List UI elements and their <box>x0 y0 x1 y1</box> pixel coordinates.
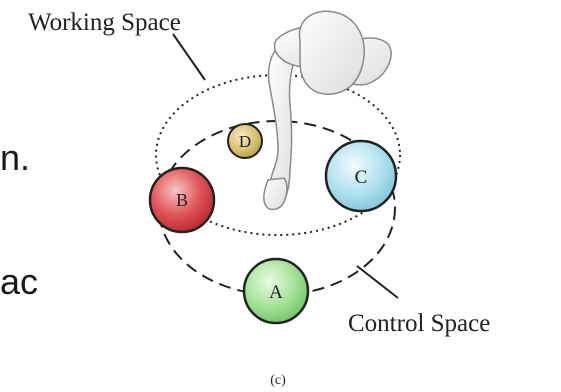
human-figure <box>263 10 392 211</box>
figure-caption: (c) <box>270 373 286 388</box>
control-space-leader <box>356 265 399 299</box>
node-b-label: B <box>176 190 188 210</box>
cropped-slide-text-1: n. <box>0 140 31 176</box>
control-space-label: Control Space <box>348 310 490 337</box>
node-b: B <box>148 166 216 234</box>
cropped-slide-text-2: ac <box>0 264 39 300</box>
node-c-label: C <box>355 167 368 188</box>
node-a: A <box>242 257 310 325</box>
working-space-label: Working Space <box>28 9 181 36</box>
node-a-label: A <box>269 282 283 303</box>
node-d-label: D <box>239 132 251 151</box>
node-d: D <box>227 123 263 159</box>
working-space-leader <box>172 33 206 81</box>
node-c: C <box>324 139 398 213</box>
